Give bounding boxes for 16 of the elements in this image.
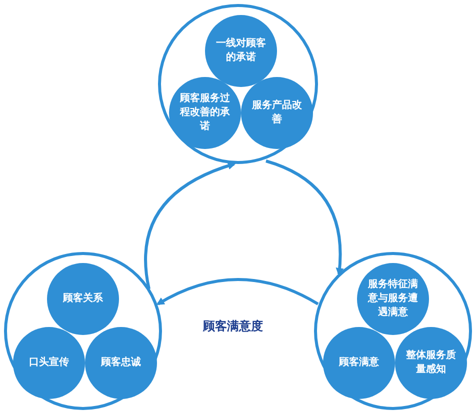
circle-label: 服务产品改善 bbox=[250, 99, 303, 127]
circle-label: 服务特征满意与服务遭遇满意 bbox=[366, 278, 419, 320]
group-circle bbox=[4, 252, 162, 410]
curved-arrow bbox=[266, 160, 344, 276]
curved-arrow bbox=[144, 162, 236, 290]
group-circle bbox=[158, 4, 318, 164]
circle-label: 一线对顾客的承诺 bbox=[215, 37, 267, 65]
circle-label: 顾客忠诚 bbox=[100, 356, 142, 370]
circle-label: 顾客满意 bbox=[338, 356, 380, 370]
circle-label: 顾客服务过程改善的承诺 bbox=[178, 92, 231, 134]
curved-arrow bbox=[156, 278, 319, 306]
group-circle bbox=[314, 252, 472, 410]
center-label: 顾客满意度 bbox=[203, 318, 263, 335]
circle-label: 顾客关系 bbox=[62, 292, 104, 306]
circle-label: 整体服务质量感知 bbox=[405, 349, 457, 377]
circle-label: 口头宣传 bbox=[28, 356, 70, 370]
